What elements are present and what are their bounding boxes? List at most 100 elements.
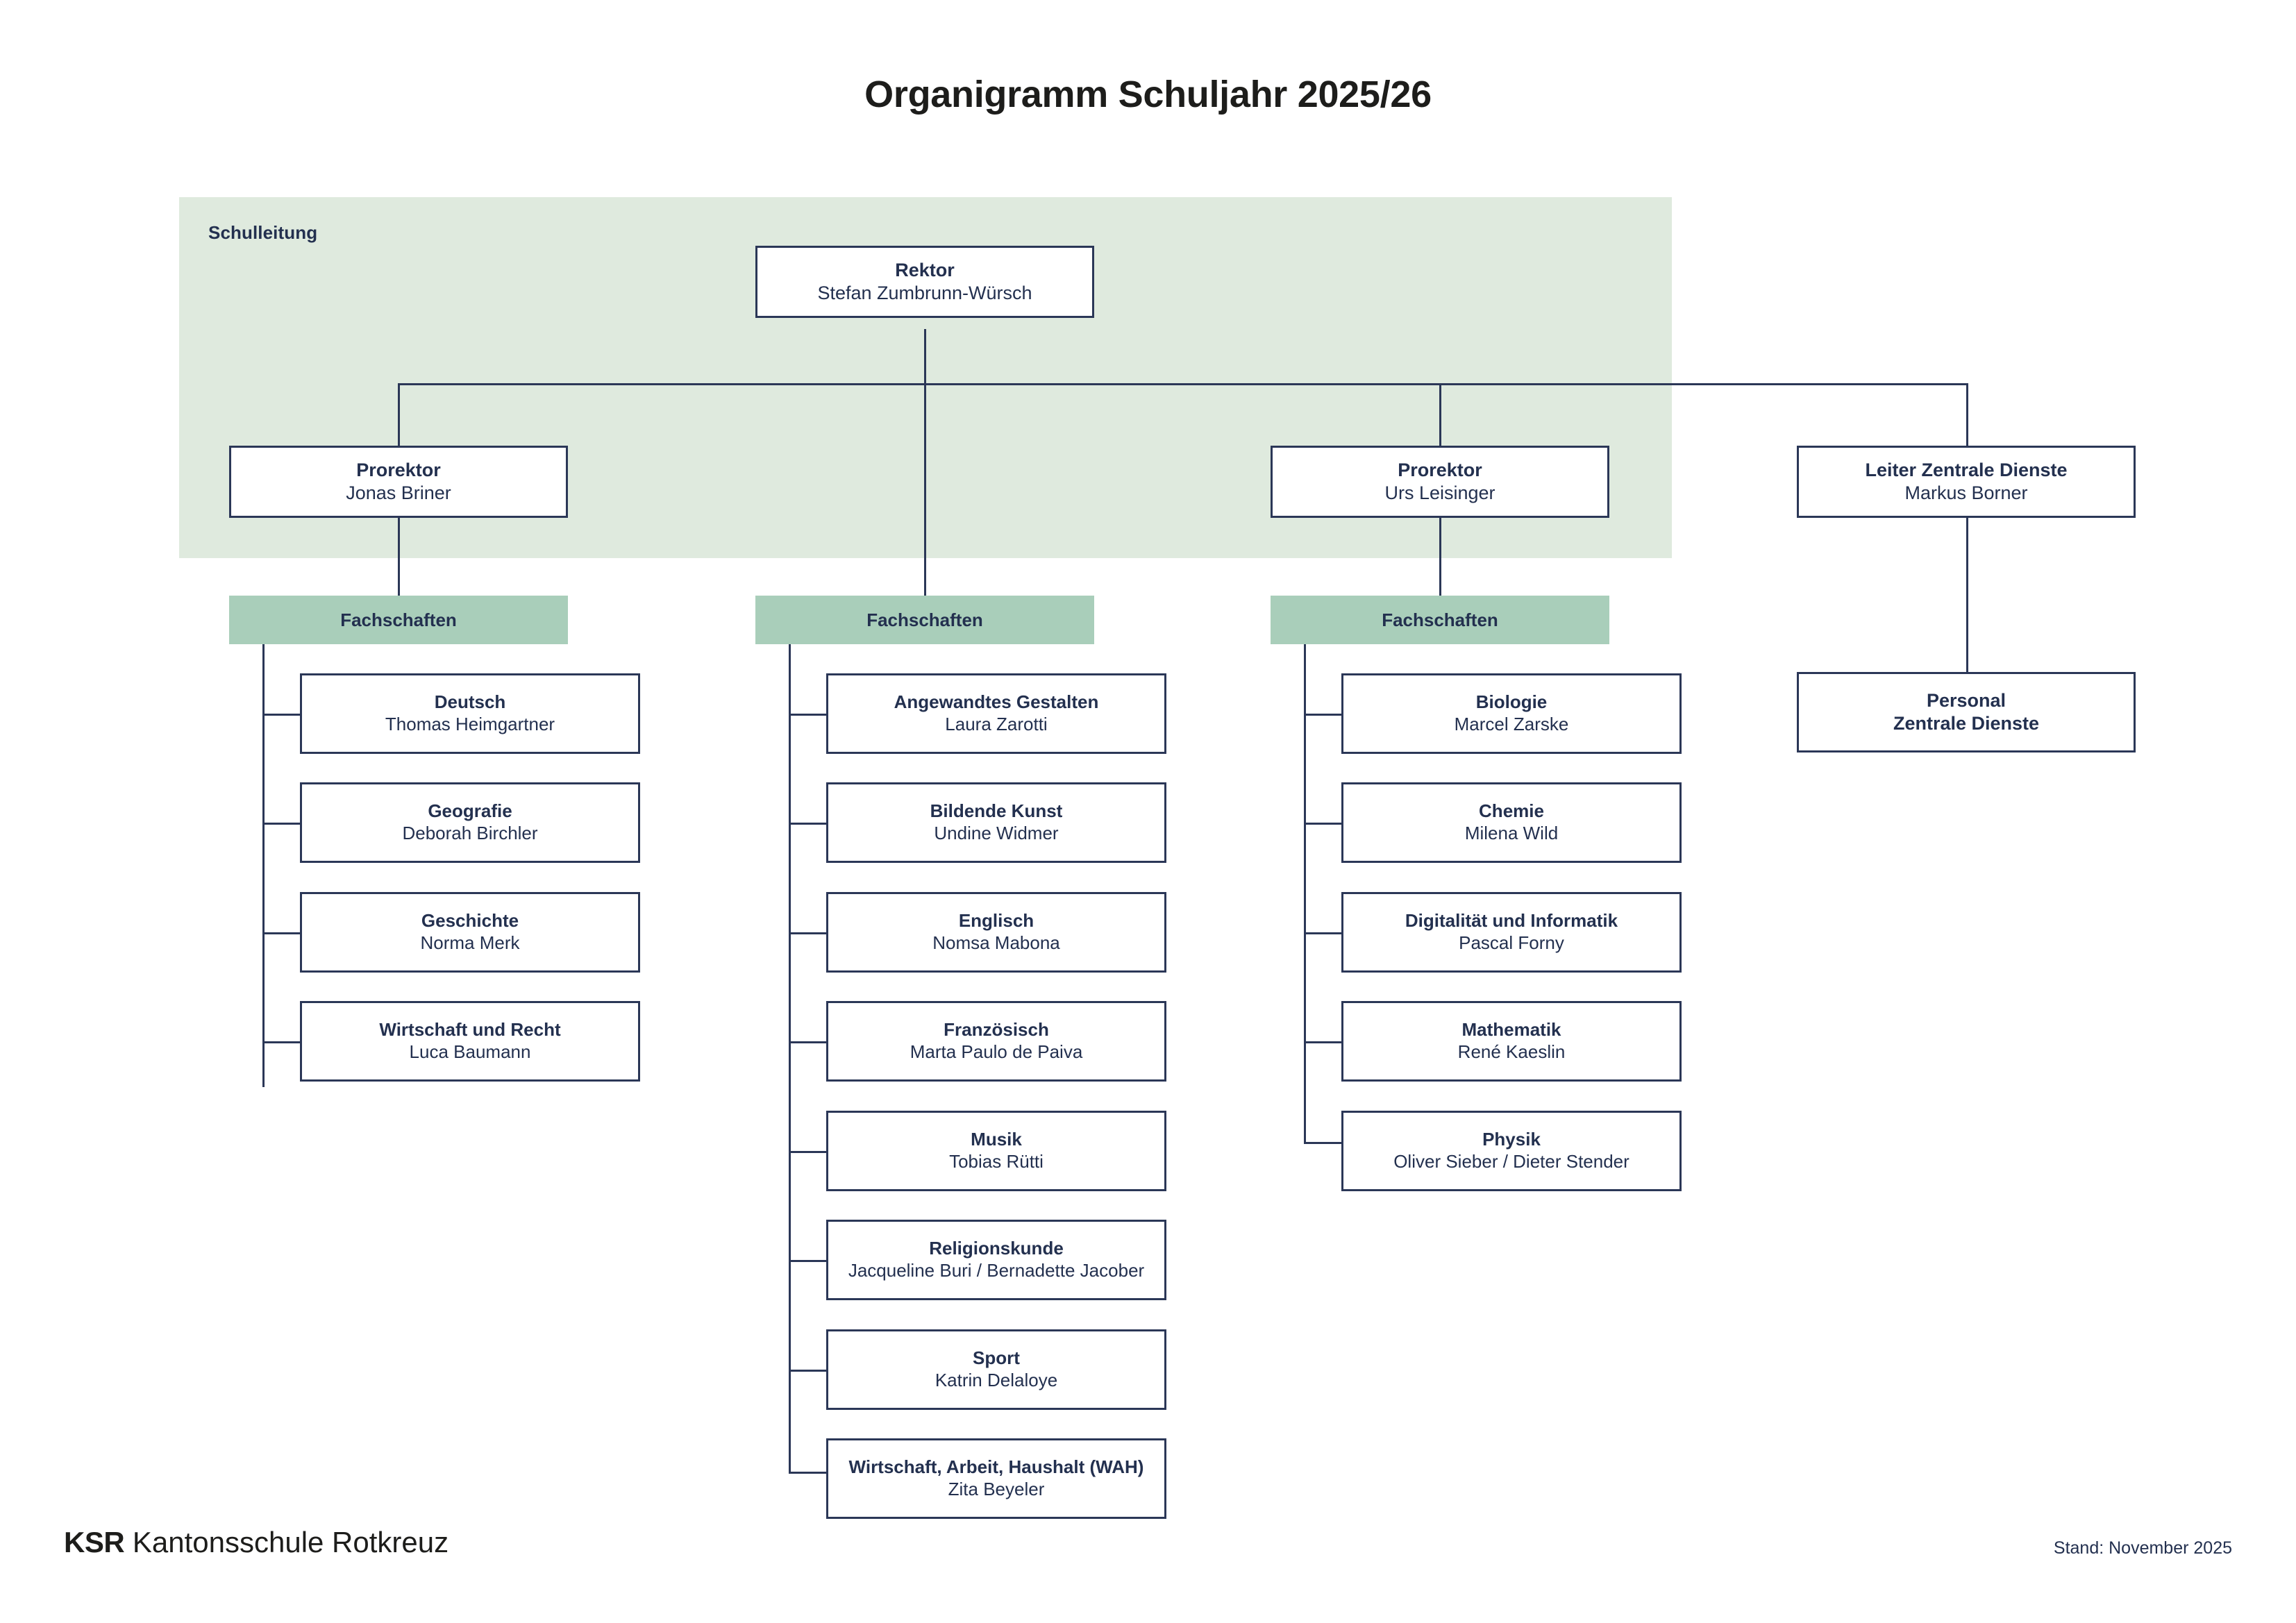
node-role: Prorektor: [356, 460, 441, 481]
connector-drop-prorektor-left: [398, 383, 400, 446]
connector-col2-elbow-3: [789, 932, 827, 934]
connector-zentrale-dienste-to-personal: [1966, 518, 1968, 672]
node-rektor[interactable]: Rektor Stefan Zumbrunn-Würsch: [755, 246, 1094, 318]
node-person: Oliver Sieber / Dieter Stender: [1393, 1151, 1629, 1172]
group-header-fachschaften-3: Fachschaften: [1271, 596, 1609, 644]
footer-logo: KSR Kantonsschule Rotkreuz: [64, 1526, 449, 1559]
logo-mark: KSR: [64, 1526, 125, 1558]
node-person: Jonas Briner: [346, 482, 451, 503]
node-role: Wirtschaft, Arbeit, Haushalt (WAH): [848, 1456, 1144, 1478]
node-leiter-zentrale-dienste[interactable]: Leiter Zentrale Dienste Markus Borner: [1797, 446, 2136, 518]
node-role: Englisch: [958, 910, 1034, 932]
connector-rektor-down: [924, 329, 926, 385]
connector-col2-elbow-5: [789, 1151, 827, 1153]
node-person: Zita Beyeler: [948, 1479, 1045, 1499]
node-subject-religionskunde[interactable]: Religionskunde Jacqueline Buri / Bernade…: [826, 1220, 1166, 1300]
node-person: Luca Baumann: [409, 1041, 531, 1062]
node-role: Geografie: [428, 800, 512, 822]
node-prorektor-urs-leisinger[interactable]: Prorektor Urs Leisinger: [1271, 446, 1609, 518]
connector-col3-elbow-3: [1304, 932, 1342, 934]
node-personal-zentrale-dienste[interactable]: Personal Zentrale Dienste: [1797, 672, 2136, 752]
node-prorektor-jonas-briner[interactable]: Prorektor Jonas Briner: [229, 446, 568, 518]
node-role: Mathematik: [1461, 1019, 1561, 1041]
node-subject-geografie[interactable]: Geografie Deborah Birchler: [300, 782, 640, 863]
node-line-2: Zentrale Dienste: [1893, 713, 2040, 734]
node-subject-angewandtes-gestalten[interactable]: Angewandtes Gestalten Laura Zarotti: [826, 673, 1166, 754]
connector-col3-elbow-5: [1304, 1142, 1342, 1144]
node-person: René Kaeslin: [1457, 1041, 1566, 1062]
node-person: Undine Widmer: [934, 823, 1059, 843]
node-role: Leiter Zentrale Dienste: [1865, 460, 2068, 481]
node-person: Marcel Zarske: [1454, 714, 1569, 734]
node-person: Nomsa Mabona: [932, 932, 1060, 953]
connector-col1-elbow-3: [262, 932, 301, 934]
node-person: Pascal Forny: [1459, 932, 1564, 953]
node-subject-wah[interactable]: Wirtschaft, Arbeit, Haushalt (WAH) Zita …: [826, 1438, 1166, 1519]
connector-col3-elbow-1: [1304, 714, 1342, 716]
node-role: Religionskunde: [929, 1238, 1064, 1259]
node-line-1: Personal: [1926, 690, 2006, 712]
node-role: Digitalität und Informatik: [1405, 910, 1618, 932]
node-person: Stefan Zumbrunn-Würsch: [817, 283, 1032, 303]
node-subject-musik[interactable]: Musik Tobias Rütti: [826, 1111, 1166, 1191]
connector-drop-zentrale-dienste: [1966, 383, 1968, 446]
connector-col3-spine: [1304, 644, 1306, 1144]
node-person: Laura Zarotti: [945, 714, 1048, 734]
node-person: Norma Merk: [420, 932, 520, 953]
node-role: Sport: [973, 1347, 1020, 1369]
connector-col2-elbow-4: [789, 1041, 827, 1043]
logo-school-name: Kantonsschule Rotkreuz: [132, 1526, 449, 1558]
node-role: Chemie: [1479, 800, 1544, 822]
group-header-fachschaften-1: Fachschaften: [229, 596, 568, 644]
connector-prorektor-left-to-group: [398, 518, 400, 596]
node-subject-franzoesisch[interactable]: Französisch Marta Paulo de Paiva: [826, 1001, 1166, 1082]
node-person: Urs Leisinger: [1384, 482, 1495, 503]
group-header-fachschaften-2: Fachschaften: [755, 596, 1094, 644]
node-role: Geschichte: [421, 910, 519, 932]
node-subject-biologie[interactable]: Biologie Marcel Zarske: [1341, 673, 1682, 754]
connector-prorektor-right-to-group: [1439, 518, 1441, 596]
footer-stand: Stand: November 2025: [2053, 1538, 2232, 1558]
node-role: Musik: [971, 1129, 1022, 1150]
node-role: Französisch: [944, 1019, 1049, 1041]
node-subject-digitalitaet-und-informatik[interactable]: Digitalität und Informatik Pascal Forny: [1341, 892, 1682, 973]
node-person: Markus Borner: [1904, 482, 2028, 503]
node-person: Deborah Birchler: [402, 823, 538, 843]
connector-col2-elbow-7: [789, 1370, 827, 1372]
page-title: Organigramm Schuljahr 2025/26: [864, 74, 1432, 115]
connector-col1-elbow-1: [262, 714, 301, 716]
node-subject-englisch[interactable]: Englisch Nomsa Mabona: [826, 892, 1166, 973]
node-subject-sport[interactable]: Sport Katrin Delaloye: [826, 1329, 1166, 1410]
connector-col2-elbow-6: [789, 1260, 827, 1262]
node-role: Angewandtes Gestalten: [894, 691, 1099, 713]
node-subject-wirtschaft-und-recht[interactable]: Wirtschaft und Recht Luca Baumann: [300, 1001, 640, 1082]
connector-col3-elbow-4: [1304, 1041, 1342, 1043]
node-subject-mathematik[interactable]: Mathematik René Kaeslin: [1341, 1001, 1682, 1082]
node-subject-physik[interactable]: Physik Oliver Sieber / Dieter Stender: [1341, 1111, 1682, 1191]
node-role: Wirtschaft und Recht: [379, 1019, 561, 1041]
node-person: Milena Wild: [1464, 823, 1559, 843]
connector-col3-elbow-2: [1304, 823, 1342, 825]
node-role: Rektor: [895, 260, 955, 281]
node-person: Thomas Heimgartner: [385, 714, 555, 734]
connector-exec-bus: [398, 383, 1968, 385]
node-person: Marta Paulo de Paiva: [910, 1041, 1083, 1062]
node-subject-deutsch[interactable]: Deutsch Thomas Heimgartner: [300, 673, 640, 754]
node-role: Deutsch: [434, 691, 506, 713]
connector-col1-spine: [262, 644, 265, 1087]
connector-col2-elbow-2: [789, 823, 827, 825]
node-role: Bildende Kunst: [930, 800, 1063, 822]
node-role: Prorektor: [1398, 460, 1482, 481]
node-subject-geschichte[interactable]: Geschichte Norma Merk: [300, 892, 640, 973]
connector-drop-prorektor-right: [1439, 383, 1441, 446]
schulleitung-label: Schulleitung: [208, 222, 318, 243]
node-person: Katrin Delaloye: [935, 1370, 1058, 1390]
connector-col2-elbow-1: [789, 714, 827, 716]
node-role: Biologie: [1475, 691, 1548, 713]
node-subject-bildende-kunst[interactable]: Bildende Kunst Undine Widmer: [826, 782, 1166, 863]
node-person: Jacqueline Buri / Bernadette Jacober: [848, 1260, 1145, 1281]
connector-col2-spine: [789, 644, 791, 1472]
node-subject-chemie[interactable]: Chemie Milena Wild: [1341, 782, 1682, 863]
node-person: Tobias Rütti: [949, 1151, 1044, 1172]
